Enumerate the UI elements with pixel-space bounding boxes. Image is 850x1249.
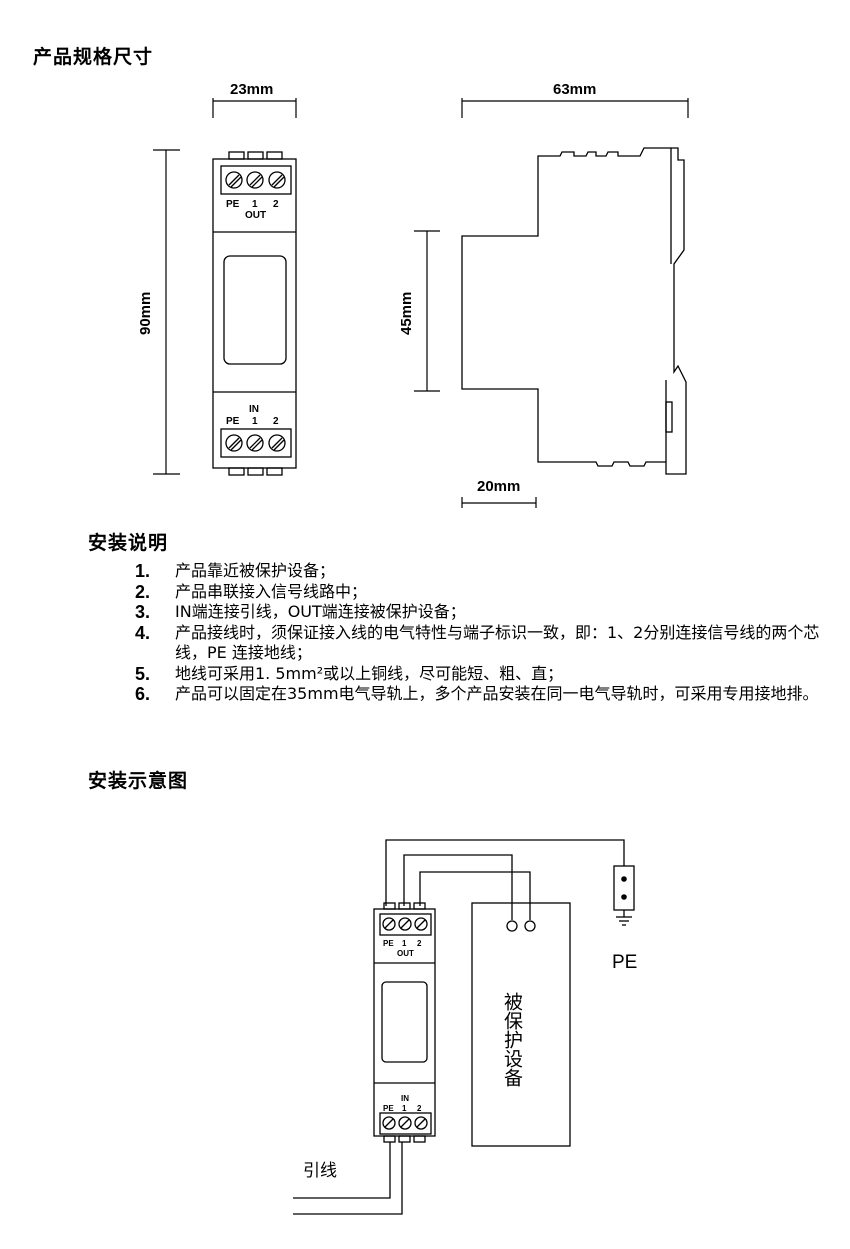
top-t2-label: 2	[273, 199, 279, 210]
diagram-top-t2: 2	[417, 939, 422, 948]
rail-depth-label: 20mm	[477, 478, 520, 495]
bottom-pe-label: PE	[226, 416, 240, 427]
module-body	[373, 908, 436, 1137]
pe-ground-label: PE	[612, 952, 637, 973]
top-pe-label: PE	[226, 199, 240, 210]
lead-wire-2	[293, 1142, 403, 1215]
side-width-label: 63mm	[553, 81, 596, 98]
step-text: IN端连接引线，OUT端连接被保护设备；	[175, 602, 466, 621]
step-item: 3. IN端连接引线，OUT端连接被保护设备；	[135, 602, 835, 623]
step-item: 1. 产品靠近被保护设备；	[135, 561, 835, 582]
signal-wire-1	[403, 854, 513, 920]
protected-device-label: 被保护设备	[501, 992, 523, 1087]
lead-wire-label: 引线	[303, 1161, 337, 1181]
step-item: 4. 产品接线时，须保证接入线的电气特性与端子标识一致，即：1、2分别连接信号线的…	[135, 623, 835, 664]
step-item: 6. 产品可以固定在35mm电气导轨上，多个产品安装在同一电气导轨时，可采用专用接…	[135, 684, 835, 705]
diagram-bottom-t1: 1	[402, 1104, 407, 1113]
diagram-bottom-pe: PE	[383, 1104, 394, 1113]
bottom-t2-label: 2	[273, 416, 279, 427]
step-text: 地线可采用1. 5mm²或以上铜线，尽可能短、粗、直；	[175, 663, 564, 683]
step-text: 产品串联接入信号线路中；	[175, 581, 368, 601]
step-text: 产品接线时，须保证接入线的电气特性与端子标识一致，即：1、2分别连接信号线的两个…	[175, 622, 820, 663]
step-text: 产品可以固定在35mm电气导轨上，多个产品安装在同一电气导轨时，可采用专用接地排…	[175, 684, 819, 703]
ground-terminal-box	[613, 865, 635, 911]
step-number: 6.	[135, 684, 151, 704]
signal-wire-2	[419, 871, 531, 920]
protected-device-box	[471, 902, 571, 1147]
front-view	[212, 151, 297, 476]
out-label: OUT	[245, 210, 266, 221]
dimension-drawing: 23mm 63mm 90mm 45mm 20mm PE 1 2 OUT IN P…	[137, 81, 689, 508]
height-label: 90mm	[137, 292, 154, 335]
diagram-bottom-t2: 2	[417, 1104, 422, 1113]
in-label: IN	[249, 404, 259, 415]
top-t1-label: 1	[252, 199, 258, 210]
diagram-section-title: 安装示意图	[88, 770, 189, 792]
spec-section-title: 产品规格尺寸	[33, 46, 154, 68]
step-number: 2.	[135, 581, 151, 602]
step-item: 2. 产品串联接入信号线路中；	[135, 582, 835, 603]
pe-wire	[385, 839, 625, 906]
diagram-top-t1: 1	[402, 939, 407, 948]
step-number: 4.	[135, 622, 151, 643]
bottom-t1-label: 1	[252, 416, 258, 427]
step-number: 5.	[135, 663, 151, 684]
step-text: 产品靠近被保护设备；	[175, 561, 336, 580]
diagram-out-label: OUT	[397, 949, 414, 958]
step-item: 5. 地线可采用1. 5mm²或以上铜线，尽可能短、粗、直；	[135, 664, 835, 685]
diagram-top-pe: PE	[383, 939, 394, 948]
step-number: 3.	[135, 602, 151, 622]
step-number: 1.	[135, 561, 151, 581]
side-view	[461, 147, 687, 475]
install-section-title: 安装说明	[88, 532, 169, 554]
install-steps: 1. 产品靠近被保护设备； 2. 产品串联接入信号线路中； 3. IN端连接引线，OU…	[135, 561, 835, 705]
lead-wire-1	[293, 1142, 391, 1199]
rail-height-label: 45mm	[398, 292, 415, 335]
diagram-in-label: IN	[401, 1094, 409, 1103]
front-width-label: 23mm	[230, 81, 273, 98]
